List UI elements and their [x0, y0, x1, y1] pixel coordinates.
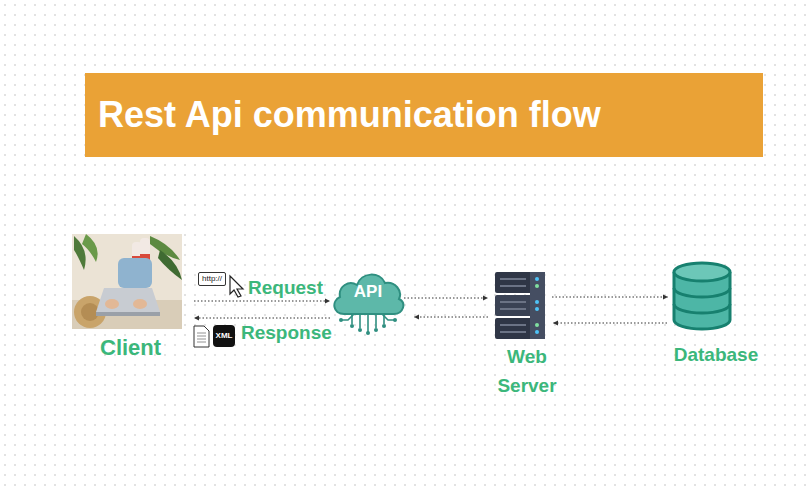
node-label: API — [330, 282, 406, 302]
edge-label: Response — [241, 322, 332, 344]
dotted-arrow — [552, 295, 668, 300]
node-label: Web Server — [488, 342, 566, 400]
server-icon — [495, 272, 545, 339]
database-node: Database — [664, 260, 768, 366]
dotted-arrow — [553, 321, 667, 326]
dotted-arrow — [194, 316, 330, 321]
document-icon — [194, 326, 209, 347]
database-icon — [674, 263, 730, 329]
url-icon-text: http:// — [198, 272, 226, 286]
api-cloud: API — [330, 266, 406, 336]
edge-label: Request — [248, 277, 323, 299]
title-band: Rest Api communication flow — [85, 73, 763, 157]
client-node: Client — [72, 234, 182, 361]
cursor-icon — [230, 276, 243, 297]
xml-icon-text: XML — [213, 325, 235, 347]
dotted-arrow — [414, 315, 488, 320]
client-photo — [72, 234, 182, 329]
title-text: Rest Api communication flow — [85, 73, 763, 157]
server-node: Web Server — [488, 270, 566, 400]
dotted-arrow — [194, 299, 330, 304]
node-label: Database — [664, 344, 768, 366]
node-label: Client — [100, 335, 182, 361]
dotted-arrow — [404, 296, 488, 301]
